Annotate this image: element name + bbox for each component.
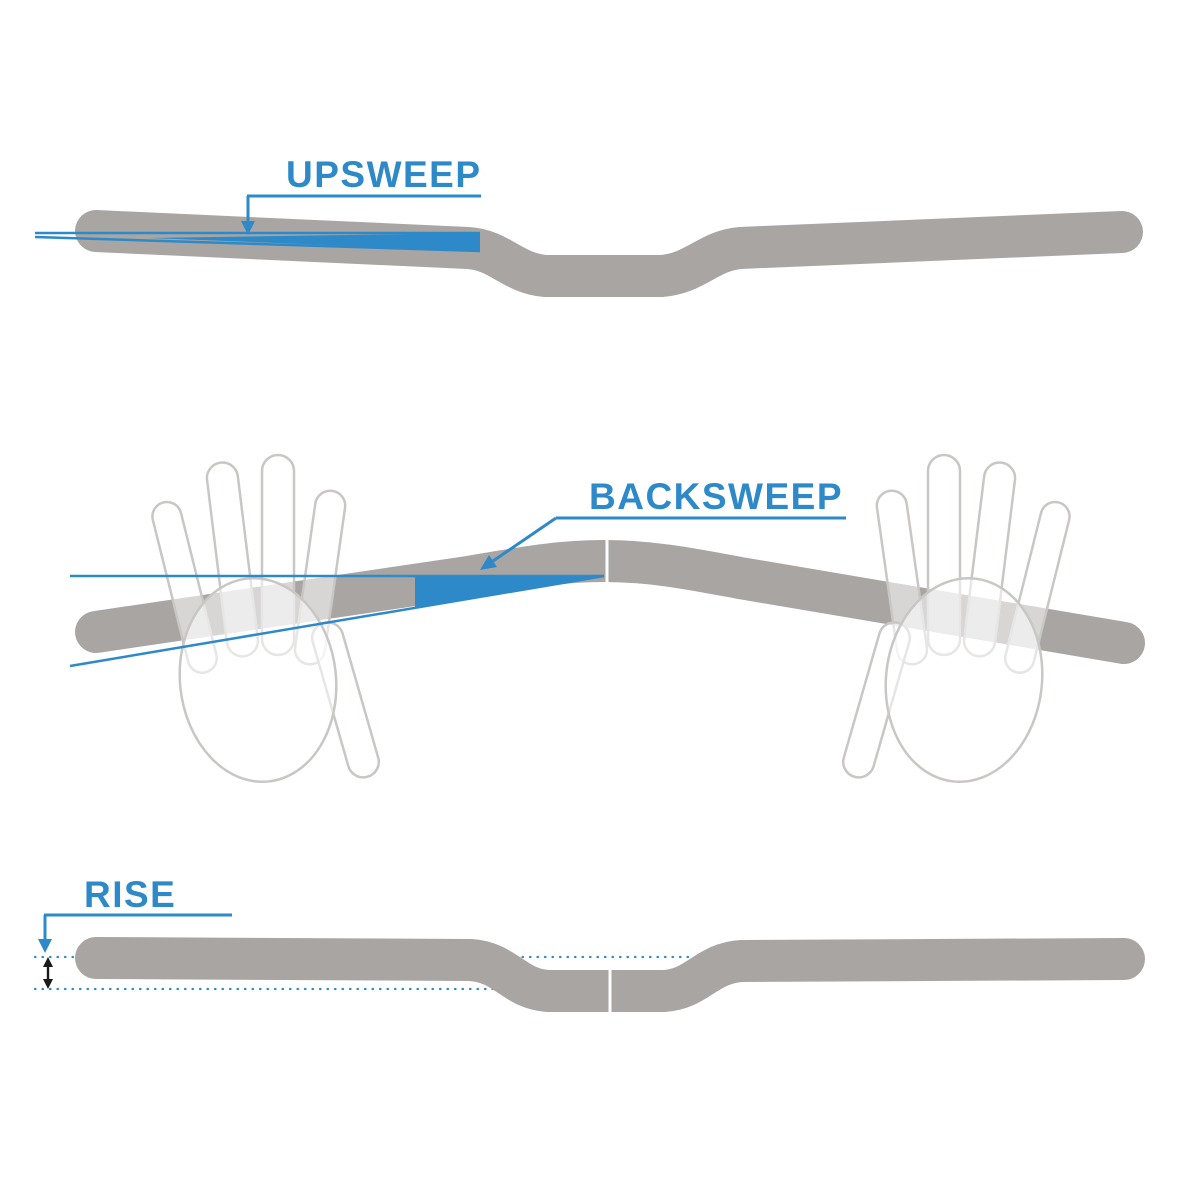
upsweep-reference-line-angled bbox=[34, 235, 481, 253]
handlebar-top-view bbox=[75, 540, 1145, 664]
rise-diagram: RISE bbox=[33, 874, 1145, 1013]
backsweep-arrowhead-icon bbox=[480, 555, 497, 570]
backsweep-label: BACKSWEEP bbox=[589, 476, 843, 517]
handlebar-front-view bbox=[75, 210, 1143, 297]
rise-measure-arrowhead-up-icon bbox=[43, 957, 53, 967]
backsweep-angle-wedge bbox=[415, 576, 604, 608]
left-hand bbox=[151, 453, 381, 784]
right-hand bbox=[838, 453, 1074, 791]
rise-label: RISE bbox=[84, 874, 176, 915]
left-hand-palm bbox=[178, 576, 338, 784]
upsweep-arrowhead-icon bbox=[241, 221, 255, 235]
rise-arrowhead-icon bbox=[38, 939, 52, 953]
rise-measure-arrowhead-down-icon bbox=[43, 979, 53, 989]
backsweep-diagram: BACKSWEEP bbox=[69, 453, 1145, 791]
handlebar-side-view bbox=[75, 937, 1145, 1012]
upsweep-diagram: UPSWEEP bbox=[34, 154, 1143, 297]
backsweep-leader-line bbox=[492, 516, 557, 563]
upsweep-angle-wedge bbox=[150, 233, 480, 251]
upsweep-label: UPSWEEP bbox=[286, 154, 482, 195]
